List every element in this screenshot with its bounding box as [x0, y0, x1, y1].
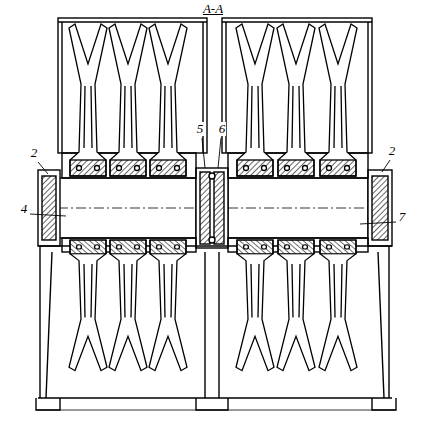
- section-title: A-A: [201, 2, 225, 16]
- machine-outline: [36, 18, 396, 410]
- callout-number: 6: [218, 122, 227, 136]
- callout-number: 7: [398, 210, 407, 224]
- callout-number: 4: [20, 202, 29, 216]
- upper-sheaves: [69, 24, 357, 176]
- lower-sheaves: [69, 240, 357, 371]
- leader-lines: [30, 138, 396, 224]
- callout-number: 2: [388, 144, 397, 158]
- callout-number: 5: [196, 122, 205, 136]
- callout-number: 2: [30, 146, 39, 160]
